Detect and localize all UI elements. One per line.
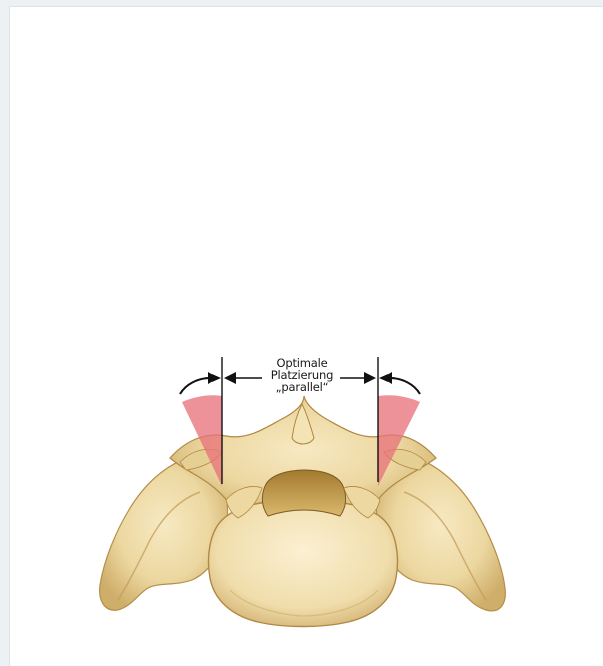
- placement-label: Optimale Platzierung „parallel“: [242, 357, 362, 393]
- label-line-3: „parallel“: [274, 381, 330, 393]
- right-curved-arrow: [382, 372, 420, 394]
- vertebral-body: [209, 500, 398, 627]
- spinal-canal: [262, 470, 345, 516]
- left-curved-arrow: [180, 372, 218, 394]
